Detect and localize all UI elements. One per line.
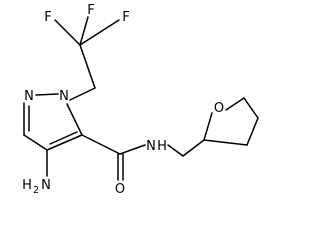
bond-cf3-f-left [54, 19, 81, 46]
atom-h-amide: H [157, 139, 167, 154]
bond-c3-c4 [23, 134, 48, 151]
atom-f3: F [122, 10, 129, 25]
bond-cf3-f-top [79, 16, 89, 46]
bond-thf-c4-c3 [246, 117, 259, 146]
atom-amino-subscript: 2 [33, 185, 39, 196]
structure-diagram: F F F N N N H O O H 2 N [22, 3, 259, 197]
bond-cf3-f-right [79, 19, 120, 46]
bond-c5-carbonyl [81, 134, 121, 155]
bond-carbonyl-nh [119, 144, 146, 155]
bond-thf-c3-c2 [203, 139, 248, 146]
atom-n-ring-1: N [59, 89, 69, 104]
bond-thf-o-c5 [225, 97, 245, 111]
atom-o-ring: O [214, 101, 224, 116]
bonds [23, 16, 259, 181]
bond-c4-c5 [46, 134, 83, 151]
atom-f1: F [44, 10, 51, 25]
atom-amino-n: N [41, 178, 51, 193]
bond-ch2-n1 [69, 87, 96, 101]
molecule-drawing: F F F N N N H O O H 2 N [22, 3, 259, 197]
atom-n-amide: N [146, 139, 156, 154]
bond-nh-ch2 [167, 144, 184, 157]
atom-f2: F [87, 3, 94, 18]
atom-o-carbonyl: O [115, 182, 125, 197]
atom-amino-h: H [22, 178, 32, 193]
bond-c4-c5-inner [49, 131, 78, 145]
bond-ch2-thf [182, 139, 205, 157]
bond-thf-c2-o [203, 112, 213, 141]
bond-cf3-ch2 [79, 44, 96, 89]
atom-n-ring-2: N [24, 89, 34, 104]
bond-thf-c5-c4 [243, 97, 259, 119]
atom-labels: F F F N N N H O O H 2 N [22, 3, 224, 197]
bond-n1-n2 [35, 93, 59, 96]
bond-c5-n1 [66, 103, 83, 136]
